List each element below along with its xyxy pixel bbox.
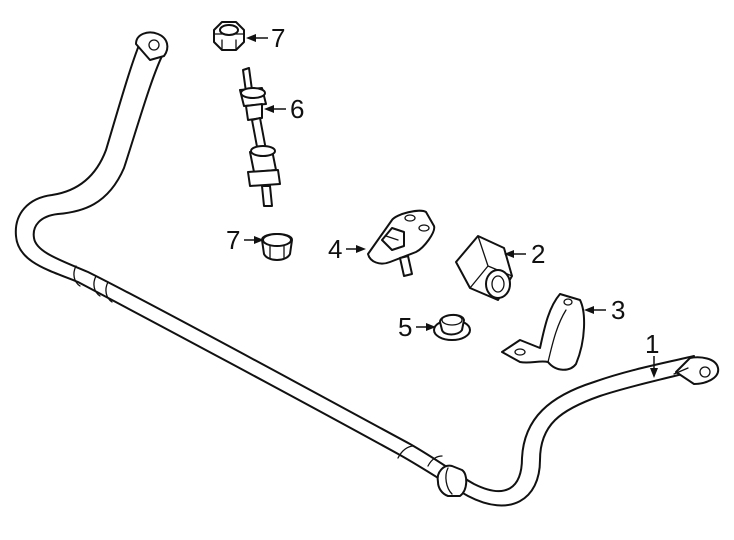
stabilizer-bar[interactable] xyxy=(14,31,720,507)
callout-label-1: 1 xyxy=(645,329,659,359)
stabilizer-link[interactable] xyxy=(239,67,281,207)
callout-label-3: 3 xyxy=(611,295,625,325)
callout-7-upper: 7 xyxy=(246,23,285,53)
flange-nut[interactable] xyxy=(433,314,471,341)
callout-label-7-upper: 7 xyxy=(271,23,285,53)
hex-nut-upper[interactable] xyxy=(213,21,245,51)
callout-label-6: 6 xyxy=(290,94,304,124)
hex-nut-lower[interactable] xyxy=(261,233,293,261)
callout-2: 2 xyxy=(504,239,545,269)
stud-bracket[interactable] xyxy=(367,209,436,277)
callout-5: 5 xyxy=(398,312,436,342)
callout-label-2: 2 xyxy=(531,239,545,269)
callout-label-5: 5 xyxy=(398,312,412,342)
bushing-bracket[interactable] xyxy=(501,293,586,371)
callout-label-7-lower: 7 xyxy=(226,225,240,255)
callout-7-lower: 7 xyxy=(226,225,264,255)
callout-label-4: 4 xyxy=(328,234,342,264)
callout-3: 3 xyxy=(584,295,625,325)
callout-6: 6 xyxy=(264,94,304,124)
callout-1: 1 xyxy=(645,329,659,378)
stabilizer-bushing[interactable] xyxy=(455,235,513,301)
callout-4: 4 xyxy=(328,234,366,264)
